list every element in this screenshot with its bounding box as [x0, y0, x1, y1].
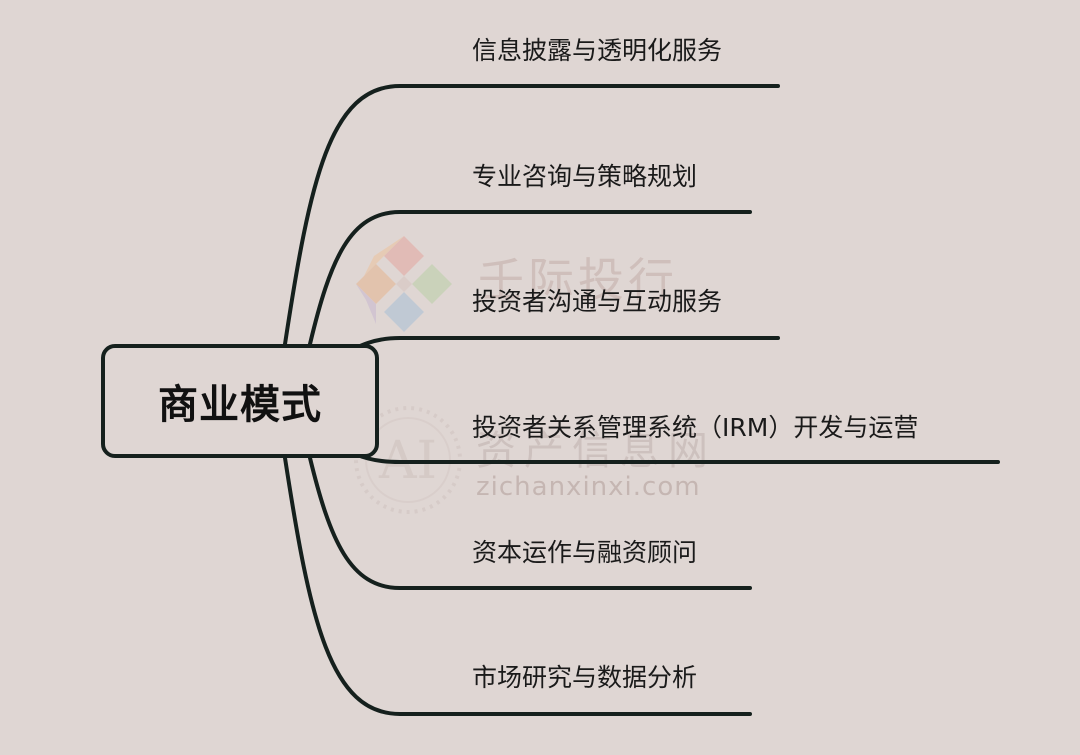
branch-label-2[interactable]: 专业咨询与策略规划: [472, 162, 698, 191]
branch-label-1[interactable]: 信息披露与透明化服务: [472, 36, 723, 65]
root-label: 商业模式: [158, 382, 322, 428]
branch-label-6[interactable]: 市场研究与数据分析: [472, 663, 698, 692]
root-node[interactable]: 商业模式: [101, 344, 379, 458]
branch-3-connector: [338, 336, 780, 358]
branch-5-connector: [308, 456, 752, 590]
branch-label-4[interactable]: 投资者关系管理系统（IRM）开发与运营: [472, 413, 919, 442]
branch-label-5[interactable]: 资本运作与融资顾问: [472, 538, 698, 567]
branch-1-connector: [283, 84, 780, 346]
branch-label-3[interactable]: 投资者沟通与互动服务: [472, 287, 723, 316]
branch-4-connector: [338, 444, 1000, 464]
branch-6-connector: [283, 456, 752, 716]
branch-2-connector: [308, 210, 752, 346]
